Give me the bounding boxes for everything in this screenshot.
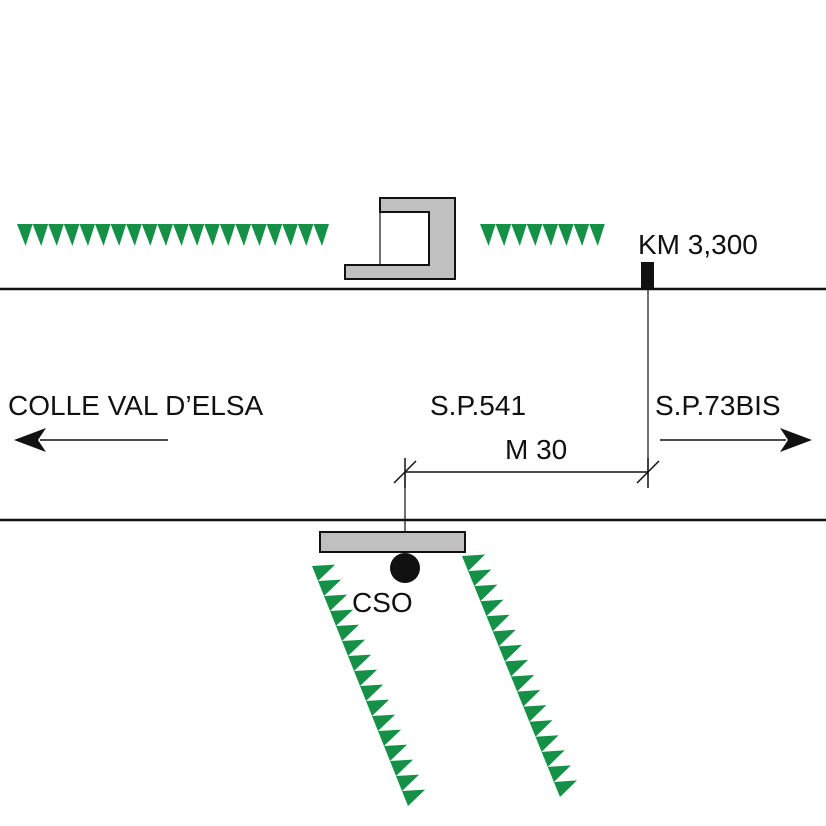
hedge-icon bbox=[492, 629, 516, 647]
hedge-icon bbox=[589, 224, 605, 246]
hedge-icon bbox=[32, 224, 49, 246]
hedge-icon bbox=[573, 224, 590, 246]
hedge-top-left bbox=[17, 224, 329, 246]
hedge-icon bbox=[219, 224, 236, 246]
junction-label: CSO bbox=[352, 587, 413, 618]
hedge-icon bbox=[79, 224, 95, 246]
filled-circle-icon bbox=[390, 553, 420, 583]
hedge-icon bbox=[110, 224, 127, 246]
hedge-icon bbox=[402, 789, 426, 806]
hedge-icon bbox=[474, 584, 498, 602]
hedge-icon bbox=[390, 759, 414, 776]
destination-right-label: S.P.73BIS bbox=[655, 390, 781, 421]
hedge-icon bbox=[63, 224, 80, 246]
hedge-icon bbox=[141, 224, 158, 246]
hedge-icon bbox=[480, 224, 496, 246]
hedge-icon bbox=[235, 224, 251, 246]
distance-label: M 30 bbox=[505, 434, 567, 465]
hedge-icon bbox=[523, 705, 547, 722]
hedge-icon bbox=[282, 224, 298, 246]
hedge-icon bbox=[354, 669, 378, 686]
road-main-label: S.P.541 bbox=[430, 390, 526, 421]
roadside-structure bbox=[344, 197, 456, 280]
hedge-icon bbox=[313, 224, 329, 246]
hedge-icon bbox=[535, 735, 559, 752]
hedge-icon bbox=[318, 579, 342, 596]
hedge-icon bbox=[372, 714, 396, 731]
hedge-icon bbox=[157, 224, 173, 246]
hedge-icon bbox=[553, 780, 578, 797]
hedge-icon bbox=[468, 569, 492, 587]
hedge-icon bbox=[498, 644, 522, 662]
hedge-icon bbox=[384, 744, 408, 761]
hedge-icon bbox=[204, 224, 220, 246]
hedge-icon bbox=[173, 224, 189, 246]
hedge-icon bbox=[312, 564, 336, 581]
hedge-icon bbox=[511, 224, 527, 246]
hedge-icon bbox=[547, 765, 571, 782]
km-marker-label: KM 3,300 bbox=[638, 229, 758, 260]
hedge-icon bbox=[486, 614, 510, 632]
hedge-icon bbox=[558, 224, 574, 246]
hedge-icon bbox=[480, 599, 504, 617]
hedge-icon bbox=[324, 594, 348, 611]
hedge-icon bbox=[348, 654, 372, 671]
hedge-icon bbox=[17, 224, 33, 246]
hedge-icon bbox=[366, 699, 390, 716]
hedge-icon bbox=[541, 750, 565, 767]
km-post-icon bbox=[641, 262, 654, 289]
hedge-icon bbox=[297, 224, 314, 246]
hedge-icon bbox=[526, 224, 543, 246]
arrow-right-icon bbox=[660, 428, 812, 452]
hedge-icon bbox=[517, 690, 541, 707]
hedge-icon bbox=[396, 774, 420, 791]
hedge-icon bbox=[188, 224, 205, 246]
hedge-icon bbox=[95, 224, 111, 246]
hedge-icon bbox=[342, 639, 366, 656]
dimension-tick-right-slash bbox=[636, 460, 660, 484]
hedge-icon bbox=[504, 659, 529, 677]
hedge-icon bbox=[542, 224, 558, 246]
destination-left-label: COLLE VAL D’ELSA bbox=[8, 390, 264, 421]
hedge-icon bbox=[266, 224, 283, 246]
arrow-left-icon bbox=[14, 428, 168, 452]
hedge-icon bbox=[378, 729, 402, 746]
side-road-bar bbox=[319, 531, 466, 553]
hedge-icon bbox=[462, 554, 486, 572]
hedge-icon bbox=[529, 720, 553, 737]
hedge-icon bbox=[330, 609, 354, 626]
hedge-icon bbox=[126, 224, 142, 246]
hedge-icon bbox=[511, 674, 535, 692]
hedge-icon bbox=[495, 224, 512, 246]
hedge-icon bbox=[336, 624, 360, 641]
hedge-icon bbox=[360, 684, 384, 701]
hedge-bottom-right bbox=[462, 554, 578, 797]
hedge-bottom-left bbox=[312, 564, 426, 806]
hedge-icon bbox=[48, 224, 64, 246]
hedge-icon bbox=[251, 224, 267, 246]
hedge-top-right bbox=[480, 224, 605, 246]
